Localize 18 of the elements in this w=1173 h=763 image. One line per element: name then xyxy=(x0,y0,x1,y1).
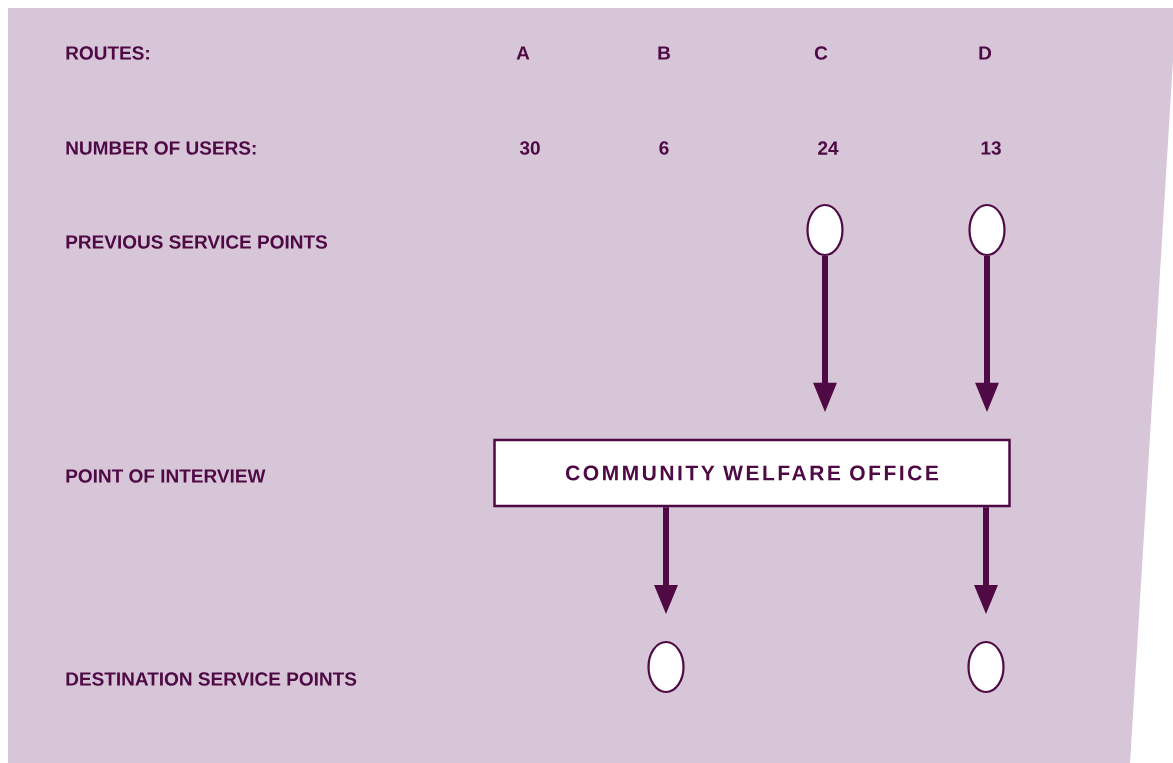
table-value: 30 xyxy=(519,141,540,155)
service-point-oval xyxy=(968,203,1006,257)
row-heading: POINT OF INTERVIEW xyxy=(66,469,266,483)
row-heading: ROUTES: xyxy=(66,46,149,60)
table-value: D xyxy=(979,46,992,60)
table-value: 13 xyxy=(981,141,1001,155)
service-point-oval xyxy=(967,640,1005,694)
table-value: B xyxy=(658,46,670,60)
row-heading: DESTINATION SERVICE POINTS xyxy=(66,672,357,686)
table-value: 6 xyxy=(659,141,669,155)
row-heading: NUMBER OF USERS: xyxy=(66,141,256,155)
row-heading: PREVIOUS SERVICE POINTS xyxy=(66,235,327,249)
service-point-oval xyxy=(647,640,685,694)
office-box: COMMUNITY WELFARE OFFICE xyxy=(493,438,1011,508)
table-value: A xyxy=(516,46,530,60)
table-value: 24 xyxy=(818,141,839,155)
table-value: C xyxy=(814,46,828,60)
service-point-oval xyxy=(806,203,844,257)
